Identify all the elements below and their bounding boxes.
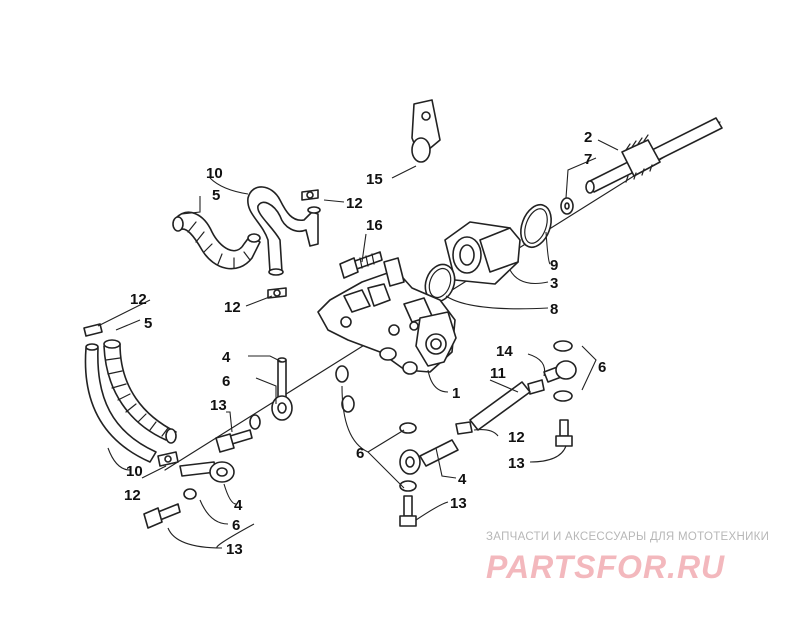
bolt-13-a bbox=[215, 429, 253, 453]
washer-6-g bbox=[553, 340, 573, 352]
banjo-fitting-4-left bbox=[179, 461, 235, 483]
banjo-fitting-4-lower bbox=[399, 439, 459, 475]
callout-7: 7 bbox=[584, 151, 592, 168]
callout-9: 9 bbox=[550, 257, 558, 274]
watermark-caption: ЗАПЧАСТИ И АКСЕССУАРЫ ДЛЯ МОТОТЕХНИКИ bbox=[486, 531, 769, 543]
callout-13-center: 13 bbox=[450, 495, 467, 512]
callout-2: 2 bbox=[584, 129, 592, 146]
callout-13-upper: 13 bbox=[210, 397, 227, 414]
callout-14: 14 bbox=[496, 343, 513, 360]
hose-clamp-12-right bbox=[455, 421, 473, 435]
washer-6-a bbox=[249, 414, 261, 430]
hose-clamp-12-mid bbox=[267, 287, 287, 299]
callout-12-right: 12 bbox=[508, 429, 525, 446]
washer-6-f bbox=[183, 488, 197, 500]
drive-shaft-gear bbox=[585, 117, 723, 194]
callout-5-top: 5 bbox=[212, 187, 220, 204]
callout-12-top: 12 bbox=[346, 195, 363, 212]
tube-11 bbox=[469, 381, 531, 431]
callout-10-top: 10 bbox=[206, 165, 223, 182]
callout-3: 3 bbox=[550, 275, 558, 292]
leader-lines bbox=[97, 139, 619, 549]
callout-5-left: 5 bbox=[144, 315, 152, 332]
callout-6-left: 6 bbox=[232, 517, 240, 534]
callout-12-mid: 12 bbox=[224, 299, 241, 316]
callout-8: 8 bbox=[550, 301, 558, 318]
hose-10-left bbox=[84, 347, 157, 463]
o-ring-9 bbox=[520, 203, 552, 249]
callout-12-lower: 12 bbox=[124, 487, 141, 504]
callout-4-upper: 4 bbox=[222, 349, 231, 366]
hose-10-top bbox=[247, 186, 319, 273]
callout-11: 11 bbox=[490, 365, 506, 382]
callout-4-lower: 4 bbox=[458, 471, 467, 488]
callout-6-upper: 6 bbox=[222, 373, 230, 390]
washer-6-h bbox=[553, 390, 573, 402]
bolt-16 bbox=[339, 251, 383, 279]
oil-pump-body-1 bbox=[317, 257, 457, 375]
callout-6-center: 6 bbox=[356, 445, 364, 462]
bolt-13-d bbox=[555, 419, 573, 447]
callout-1: 1 bbox=[452, 385, 460, 402]
bolt-13-b bbox=[143, 503, 181, 529]
callout-4-left: 4 bbox=[234, 497, 243, 514]
callout-12-left: 12 bbox=[130, 291, 147, 308]
hose-clamp-12-left bbox=[83, 323, 103, 337]
callout-15: 15 bbox=[366, 171, 383, 188]
callout-16: 16 bbox=[366, 217, 383, 234]
washer-6-e bbox=[399, 480, 417, 492]
bolt-13-c bbox=[399, 495, 417, 527]
callout-6-right: 6 bbox=[598, 359, 606, 376]
hose-5-top bbox=[175, 211, 261, 270]
callout-10-left: 10 bbox=[126, 463, 143, 480]
washer-6-b bbox=[335, 365, 349, 383]
watermark-logo: PARTSFOR.RU bbox=[486, 549, 725, 585]
callout-13-left: 13 bbox=[226, 541, 243, 558]
pump-cover-3 bbox=[444, 221, 521, 285]
callout-13-right: 13 bbox=[508, 455, 525, 472]
banjo-fitting-4-right bbox=[543, 360, 577, 383]
hose-clamp-12-top bbox=[301, 189, 319, 201]
bracket-clamp-15 bbox=[411, 99, 441, 163]
washer-6-c bbox=[341, 395, 355, 413]
hose-clamp-12-lower bbox=[157, 451, 179, 467]
banjo-fitting-4-upper bbox=[271, 357, 293, 421]
